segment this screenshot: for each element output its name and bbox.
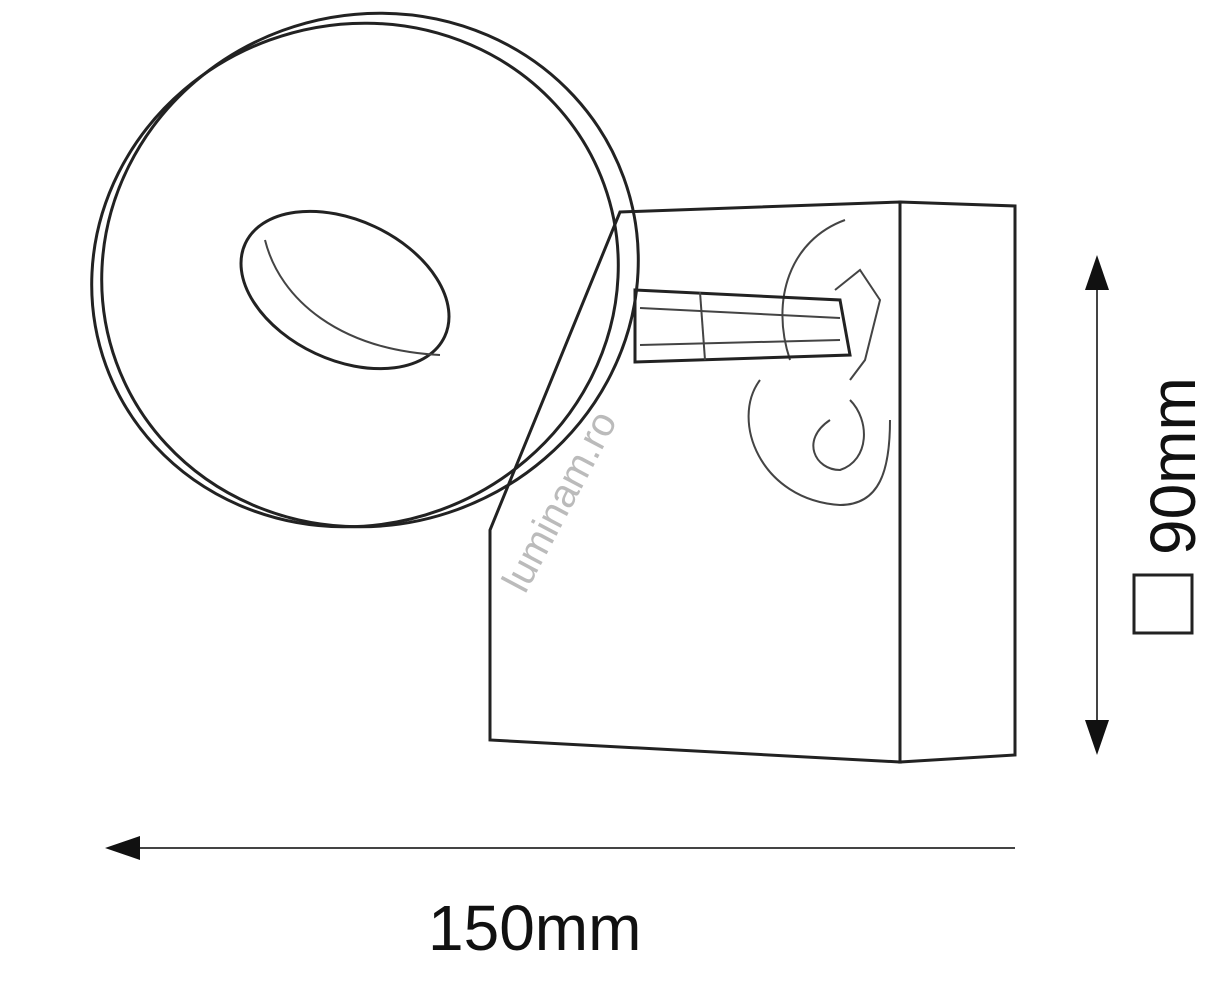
swivel-joint [747, 219, 891, 507]
height-dimension: 90mm [1085, 255, 1209, 755]
wall-plate-side [898, 200, 1017, 764]
width-dimension: 150mm [105, 836, 1015, 964]
watermark: luminam.ro [494, 404, 626, 599]
height-label: 90mm [1137, 377, 1209, 555]
lamp-ring-head [90, 11, 640, 529]
square-symbol-icon [1132, 573, 1194, 635]
lamp-arm [633, 268, 882, 381]
wall-plate-front [488, 200, 902, 764]
width-label: 150mm [428, 892, 641, 964]
